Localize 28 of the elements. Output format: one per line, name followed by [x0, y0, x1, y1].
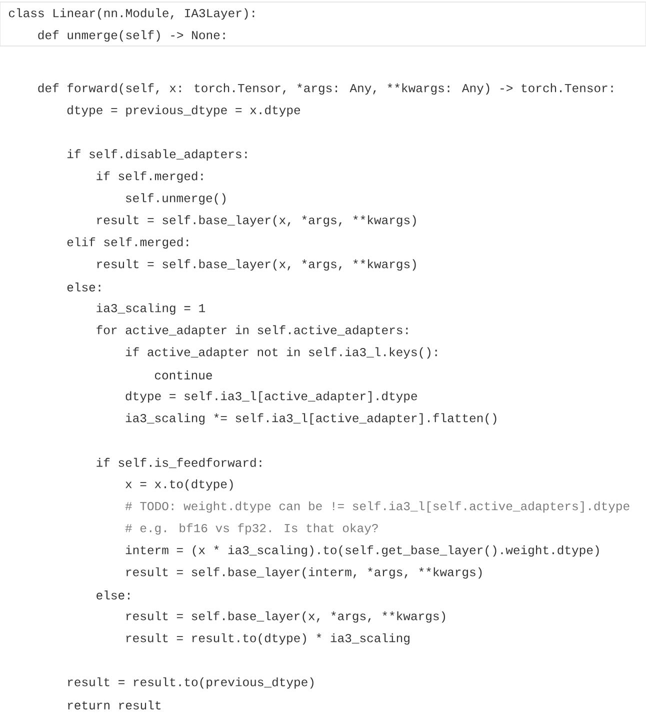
code-line: self.unmerge() [126, 193, 226, 205]
code-line: result = result.to(previous_dtype) [68, 677, 314, 689]
code-line: dtype = self.ia3_l[active_adapter].dtype [126, 391, 417, 403]
code-line: x = x.to(dtype) [126, 479, 233, 491]
code-line: else: [67, 282, 100, 292]
code-line: else: [96, 590, 130, 600]
code-comment: # TODO: weight.dtype can be != self.ia3_l[self.active_adapters].dtype [125, 501, 630, 513]
code-line: def forward(self, x: torch.Tensor, *args: Any, **kwargs: Any) -> torch.Tensor: [38, 83, 613, 95]
code-line: dtype = previous_dtype = x.dtype [67, 105, 300, 117]
code-line: if self.disable_adapters: [67, 149, 247, 161]
code-line: if active_adapter not in self.ia3_l.keys(): [126, 347, 437, 359]
code-comment: # e.g. bf16 vs fp32. Is that okay? [125, 523, 378, 535]
code-line: if self.merged: [96, 171, 203, 183]
code-line: result = self.base_layer(interm, *args, **kwargs) [126, 567, 482, 579]
code-line: elif self.merged: [67, 237, 188, 249]
code-line: result = self.base_layer(x, *args, **kwargs) [126, 611, 446, 623]
code-line: interm = (x * ia3_scaling).to(self.get_base_layer().weight.dtype) [126, 545, 599, 557]
code-line: ia3_scaling = 1 [96, 303, 205, 315]
code-line: ia3_scaling *= self.ia3_l[active_adapter].flatten() [126, 413, 496, 425]
code-line: result = self.base_layer(x, *args, **kwargs) [97, 259, 416, 271]
code-line: def unmerge(self) -> None: [38, 30, 225, 42]
code-line: return result [68, 700, 160, 710]
code-line: if self.is_feedforward: [96, 458, 262, 468]
code-line: for active_adapter in self.active_adapters: [96, 325, 408, 337]
code-line: result = result.to(dtype) * ia3_scaling [126, 633, 410, 645]
code-line: class Linear(nn.Module, IA3Layer): [8, 8, 254, 20]
code-line: continue [154, 370, 212, 380]
code-line: result = self.base_layer(x, *args, **kwargs) [97, 215, 416, 227]
